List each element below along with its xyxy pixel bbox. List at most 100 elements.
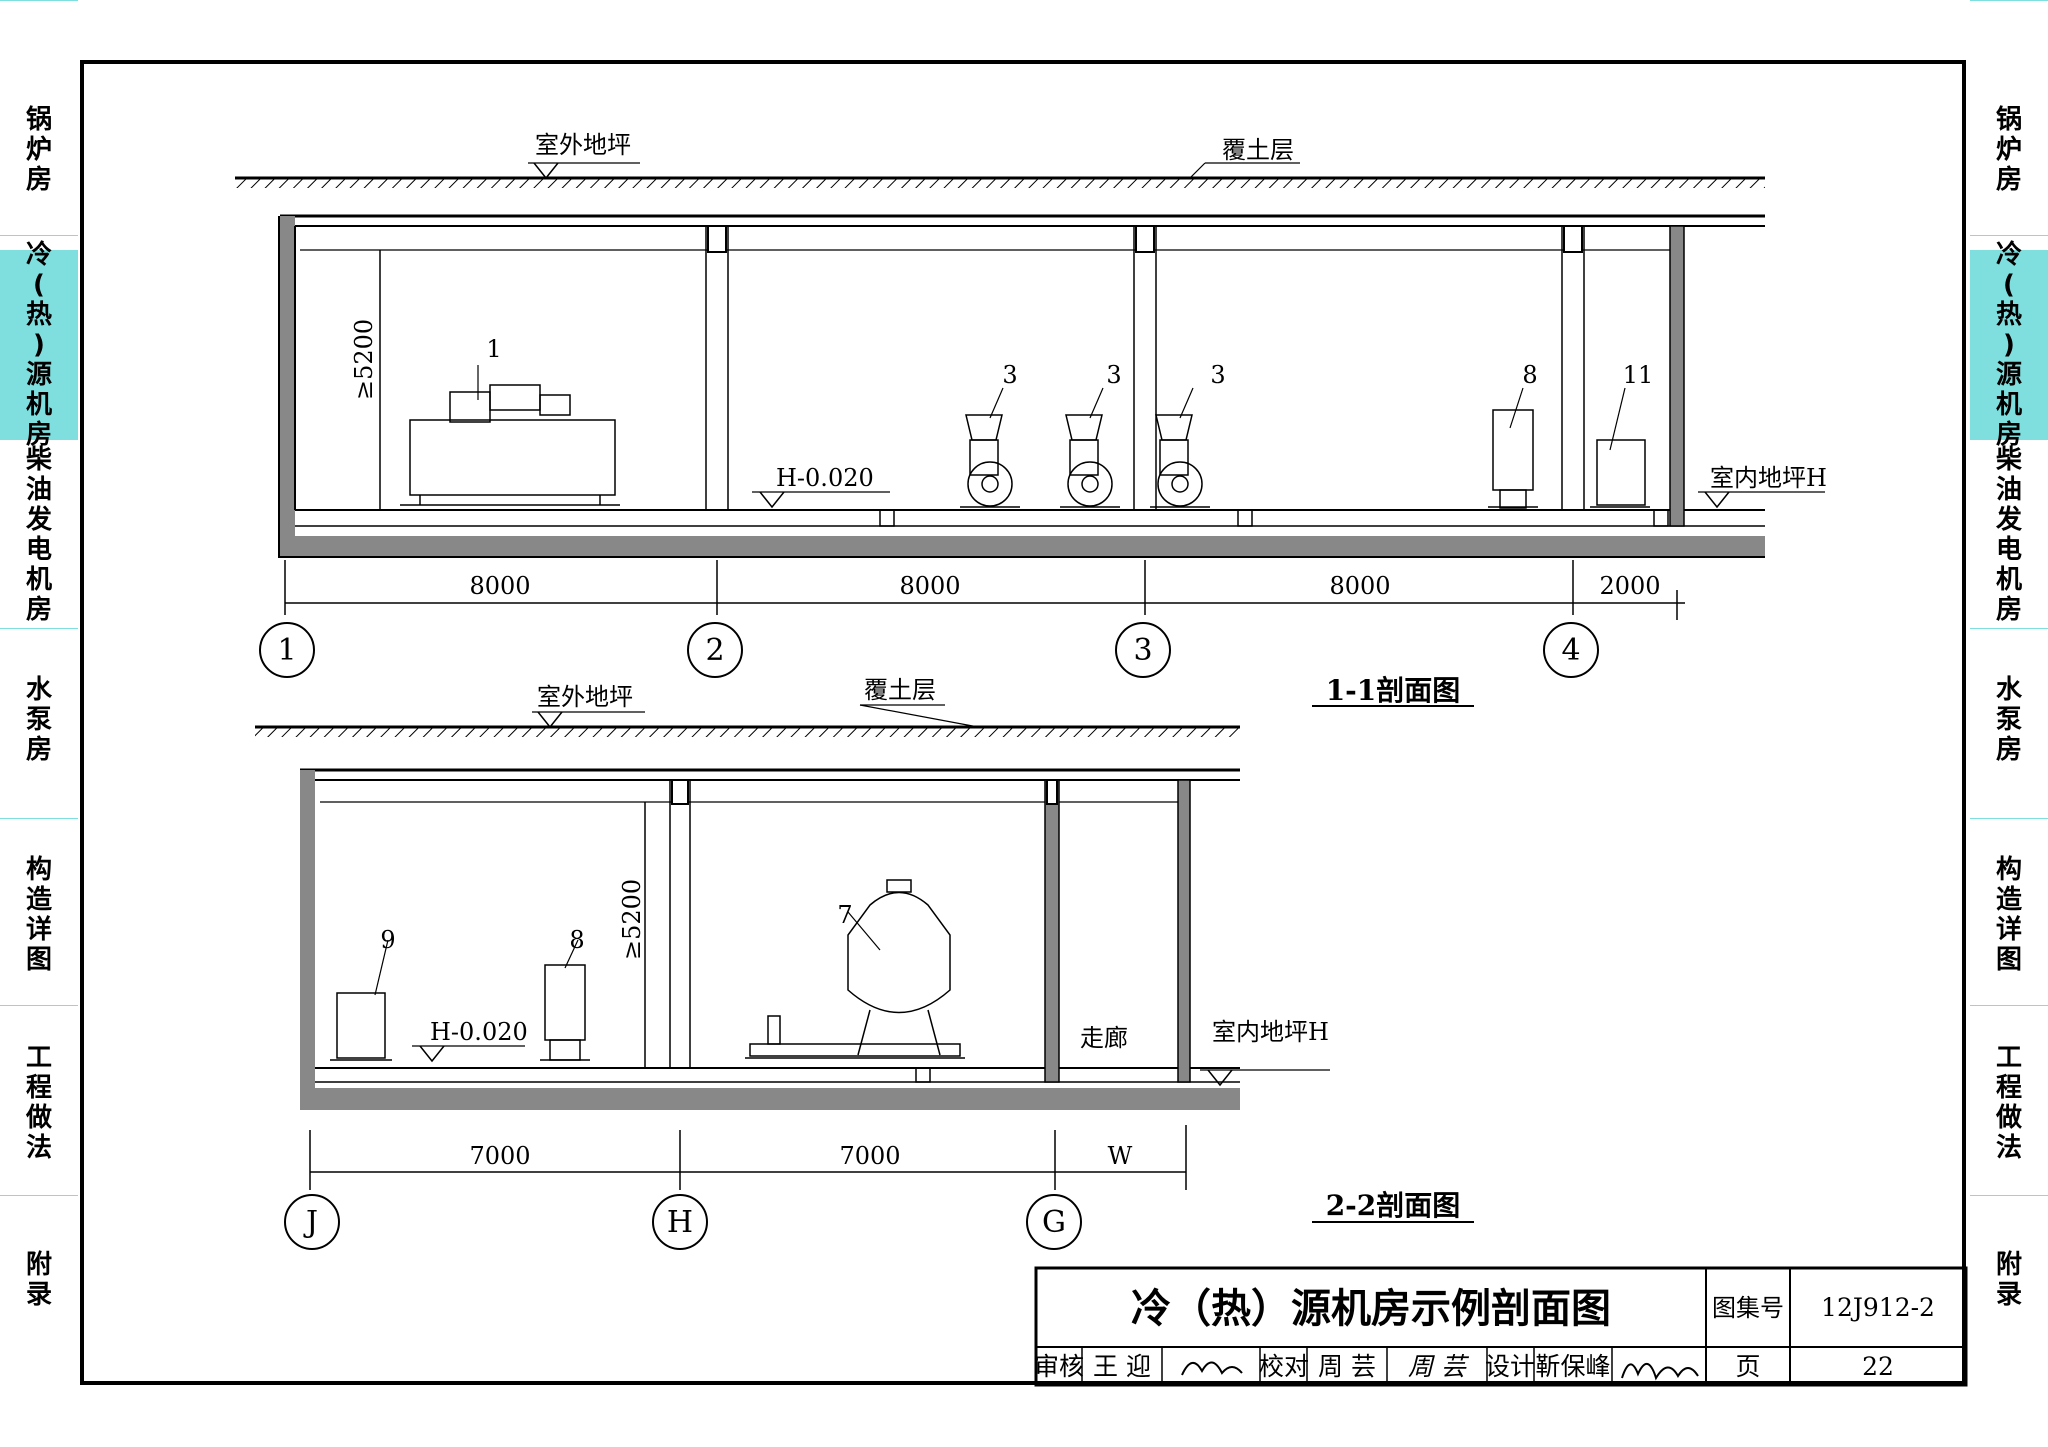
sidebar-char: 热	[1995, 300, 2022, 330]
sidebar-item-engineering-practice[interactable]: 工程做法	[0, 1015, 78, 1190]
sidebar-item-engineering-practice[interactable]: 工程做法	[1970, 1015, 2048, 1190]
drawing-frame	[80, 60, 1966, 1385]
sidebar-char: 炉	[1995, 135, 2022, 165]
sidebar-char: 电	[1995, 535, 2022, 565]
sidebar-char: 冷	[25, 240, 52, 270]
check-label: 校对	[1259, 1352, 1309, 1381]
sidebar-char: 冷	[1995, 240, 2022, 270]
span-label: 7000	[839, 1142, 900, 1170]
sidebar-item-pump-room[interactable]: 水泵房	[1970, 650, 2048, 790]
soil-layer-label: 覆土层	[864, 676, 936, 704]
sidebar-char: 泵	[25, 705, 52, 735]
ground-hatch	[235, 178, 1765, 188]
axis-label: 3	[1133, 633, 1152, 668]
sidebar-char: 附	[1995, 1250, 2022, 1280]
sidebar-char: 详	[25, 915, 52, 945]
reviewer-signature	[1181, 1361, 1243, 1376]
section-title: 1-1剖面图	[1326, 674, 1461, 707]
atlas-label: 图集号	[1712, 1294, 1784, 1322]
title-block	[1034, 1266, 1968, 1387]
sidebar-char: 程	[25, 1072, 52, 1103]
sidebar-char: 图	[1995, 945, 2022, 975]
sidebar-item-diesel-generator-room[interactable]: 柴油发电机房	[1970, 445, 2048, 625]
page-number: 22	[1862, 1352, 1894, 1381]
equipment-8	[1488, 409, 1538, 509]
indoor-ground-label: 室内地坪H	[1710, 464, 1827, 492]
sidebar-char: 机	[1995, 390, 2022, 420]
left-sidebar: 锅炉房 冷(热)源机房 柴油发电机房 水泵房 构造详图 工程做法 附录	[0, 0, 78, 1447]
sidebar-char: 附	[25, 1250, 52, 1280]
sidebar-char: 水	[25, 675, 52, 705]
sidebar-char: 构	[1995, 855, 2022, 885]
sidebar-char: 源	[1995, 360, 2022, 390]
sidebar-item-construction-details[interactable]: 构造详图	[1970, 830, 2048, 1000]
sidebar-item-cooling-heating-room[interactable]: 冷(热)源机房	[1970, 240, 2048, 450]
span-label: 8000	[469, 572, 530, 600]
sidebar-char: 机	[1995, 565, 2022, 595]
floor-level-label: H-0.020	[776, 464, 874, 492]
sidebar-item-construction-details[interactable]: 构造详图	[0, 830, 78, 1000]
sidebar-char: 油	[1995, 475, 2022, 505]
sidebar-char: 做	[25, 1102, 52, 1133]
sidebar-char: 房	[25, 165, 52, 195]
axis-label: 2	[705, 633, 724, 668]
sidebar-char: 详	[1995, 915, 2022, 945]
pump-group	[960, 414, 1210, 508]
sidebar-char: 泵	[1995, 705, 2022, 735]
sidebar-item-pump-room[interactable]: 水泵房	[0, 650, 78, 790]
chiller-unit	[400, 384, 620, 506]
sidebar-char: 工	[25, 1042, 52, 1073]
designer-signature	[1621, 1363, 1699, 1381]
sidebar-item-appendix[interactable]: 附录	[1970, 1210, 2048, 1350]
span-label: 7000	[469, 1142, 530, 1170]
equipment-tag: 3	[1106, 361, 1121, 389]
equipment-tag: 11	[1623, 361, 1654, 389]
sidebar-char: 柴	[1995, 445, 2022, 475]
drawing-title: 冷（热）源机房示例剖面图	[1131, 1285, 1611, 1332]
axis-label: 4	[1561, 633, 1580, 668]
review-label: 审核	[1034, 1352, 1084, 1381]
equipment-tag: 3	[1210, 361, 1225, 389]
sidebar-item-cooling-heating-room[interactable]: 冷(热)源机房	[0, 240, 78, 450]
sidebar-char: 房	[1995, 735, 2022, 765]
equipment-tag: 9	[380, 926, 395, 954]
span-label: 8000	[899, 572, 960, 600]
sidebar-char: 房	[1995, 595, 2022, 625]
outdoor-ground-label: 室外地坪	[535, 131, 631, 159]
checker-signature: 周 芸	[1408, 1352, 1470, 1381]
designer-name: 靳保峰	[1535, 1352, 1610, 1381]
equipment-tag: 3	[1002, 361, 1017, 389]
sidebar-item-boiler-room[interactable]: 锅炉房	[1970, 80, 2048, 220]
axis-label: J	[303, 1205, 318, 1240]
sidebar-char: 工	[1995, 1042, 2022, 1073]
equipment-tag: 7	[837, 901, 852, 929]
sidebar-char: 机	[25, 565, 52, 595]
sidebar-char: 房	[1995, 420, 2022, 450]
section-2-labels: 室外地坪 覆土层 室内地坪H H-0.020 走廊 ≥5200 7000 700…	[303, 676, 1460, 1240]
sidebar-char: 发	[1995, 505, 2022, 535]
sidebar-item-diesel-generator-room[interactable]: 柴油发电机房	[0, 445, 78, 625]
sidebar-char: 热	[25, 300, 52, 330]
section-1-labels: 室外地坪 覆土层 室内地坪H H-0.020 ≥5200 8000 8000 8…	[277, 131, 1826, 707]
title-block-labels: 冷（热）源机房示例剖面图 图集号 12J912-2 审核 王 迎 校对 周 芸 …	[1034, 1285, 1935, 1381]
section-2-2	[255, 704, 1474, 1250]
atlas-number: 12J912-2	[1821, 1293, 1935, 1322]
sidebar-char: 法	[1995, 1132, 2022, 1163]
sidebar-char: 录	[25, 1280, 52, 1310]
sidebar-char: 锅	[1995, 105, 2022, 135]
equipment-tag: 8	[569, 926, 584, 954]
sidebar-char: 柴	[25, 445, 52, 475]
axis-label: G	[1042, 1205, 1066, 1240]
right-sidebar: 锅炉房 冷(热)源机房 柴油发电机房 水泵房 构造详图 工程做法 附录	[1970, 0, 2048, 1447]
sidebar-item-appendix[interactable]: 附录	[0, 1210, 78, 1350]
sidebar-char: 源	[25, 360, 52, 390]
page-label: 页	[1735, 1352, 1760, 1381]
sidebar-char: 炉	[25, 135, 52, 165]
sidebar-char: 造	[1995, 885, 2022, 915]
sidebar-char: 油	[25, 475, 52, 505]
outdoor-ground-label: 室外地坪	[537, 683, 633, 711]
equipment-tag: 8	[1522, 361, 1537, 389]
sidebar-item-boiler-room[interactable]: 锅炉房	[0, 80, 78, 220]
equipment-tag: 1	[486, 335, 501, 363]
